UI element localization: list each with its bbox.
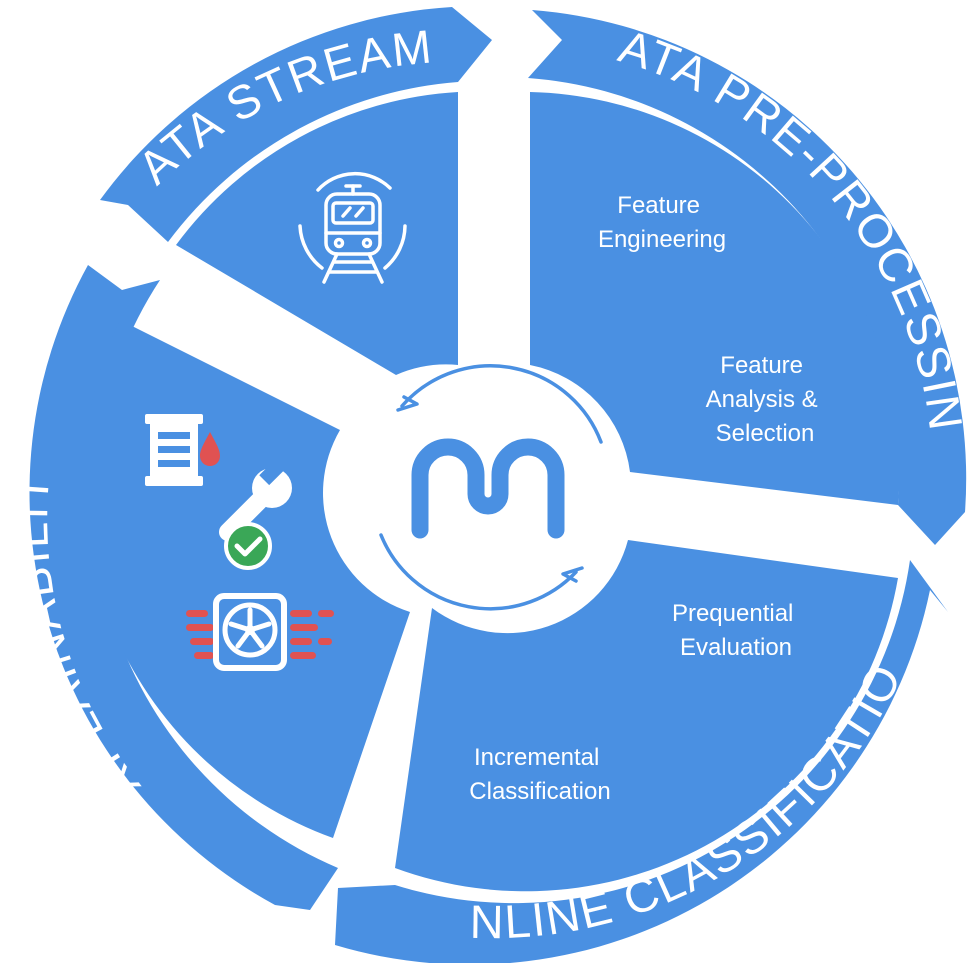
oil-tank-icon xyxy=(145,414,220,486)
ring-arrow-data-streams xyxy=(100,7,492,242)
stage-prequential-evaluation-line-1: Prequential xyxy=(672,600,793,627)
cycle-logo-icon xyxy=(379,364,603,611)
stage-feature-analysis-line-2: Analysis & xyxy=(706,386,818,413)
segment-online-classification xyxy=(395,540,898,892)
stage-feature-engineering-line-2: Engineering xyxy=(598,226,726,253)
stage-feature-engineering: Feature Engineering xyxy=(598,192,726,253)
stage-labels: Feature Engineering Feature Analysis & S… xyxy=(469,192,825,805)
ring-arrow-explainability xyxy=(29,265,338,910)
stage-feature-analysis: Feature Analysis & Selection xyxy=(706,352,825,447)
train-icon xyxy=(298,171,407,284)
inner-segments xyxy=(83,92,900,892)
segment-data-streams xyxy=(176,92,458,375)
stage-incremental-classification-line-2: Classification xyxy=(469,778,610,805)
stage-feature-analysis-line-1: Feature xyxy=(720,352,803,379)
ring-arrow-online-classification xyxy=(335,560,948,963)
stage-feature-engineering-line-1: Feature xyxy=(617,192,700,219)
stage-prequential-evaluation: Prequential Evaluation xyxy=(672,600,800,661)
ring-arrow-data-preprocessing xyxy=(528,10,967,545)
segment-data-preprocessing xyxy=(530,92,900,505)
stage-incremental-classification-line-1: Incremental xyxy=(474,744,599,771)
outer-ring xyxy=(29,7,967,963)
wrench-check-icon xyxy=(219,458,292,570)
stage-incremental-classification: Incremental Classification xyxy=(469,744,610,805)
overheating-fan-icon xyxy=(186,593,334,671)
stage-prequential-evaluation-line-2: Evaluation xyxy=(680,634,792,661)
stage-feature-analysis-line-3: Selection xyxy=(716,420,815,447)
